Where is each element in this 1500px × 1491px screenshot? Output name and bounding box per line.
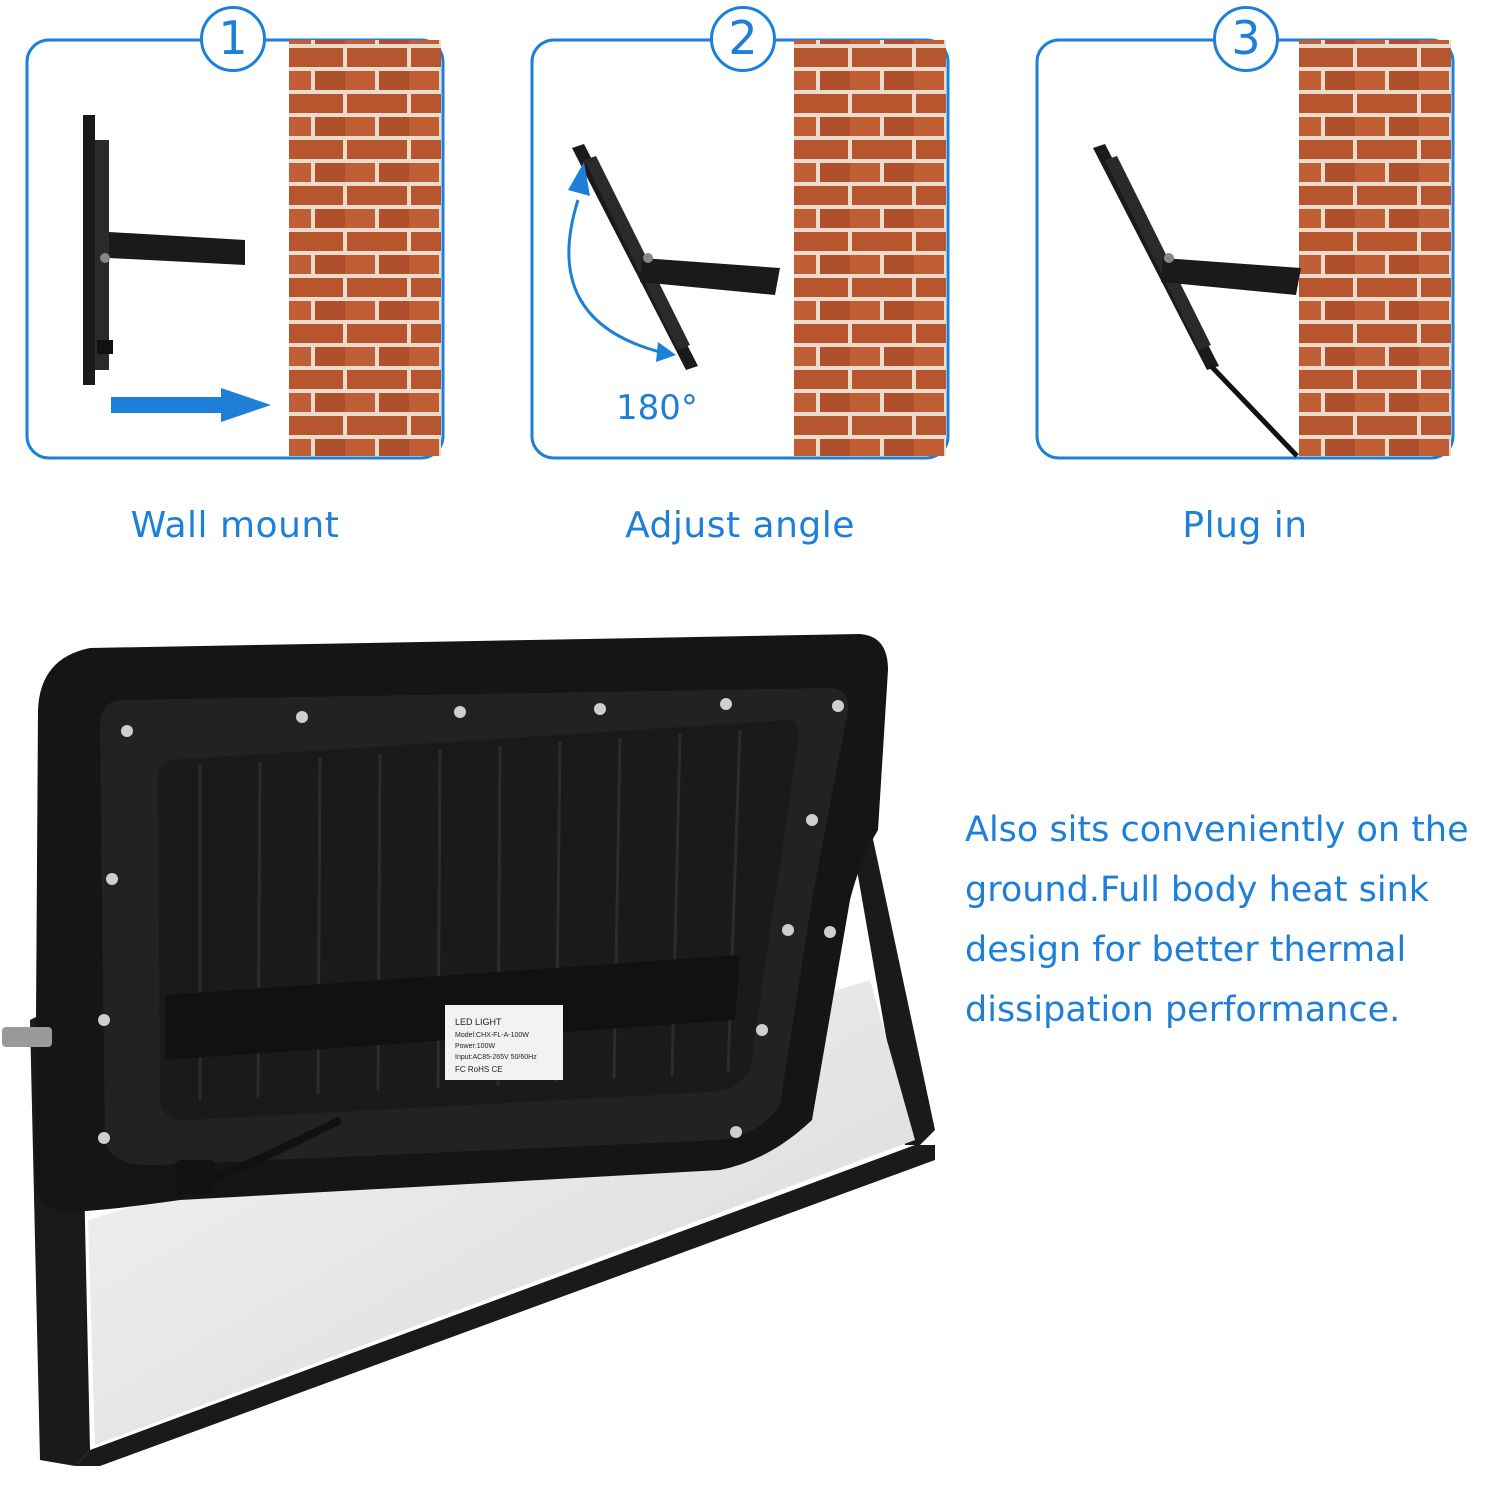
curved-arrow-icon <box>567 162 676 362</box>
description-line-2: ground.Full body heat sink <box>965 870 1430 910</box>
brick-wall <box>289 40 441 456</box>
mount-bracket <box>640 258 780 295</box>
spec-label-model: Model:CHX-FL-A-100W <box>455 1032 529 1039</box>
mount-bracket <box>1161 258 1301 295</box>
product-image: LED LIGHT Model:CHX-FL-A-100W Power:100W… <box>0 600 960 1487</box>
step-3-caption: Plug in <box>1182 505 1308 546</box>
step-2-panel: 2 <box>530 0 950 460</box>
arrow-right-icon <box>111 388 271 422</box>
step-2-caption: Adjust angle <box>625 505 855 546</box>
side-knob <box>2 1027 52 1047</box>
product-description: Also sits conveniently on the ground.Ful… <box>965 800 1500 1040</box>
step-1-caption: Wall mount <box>130 505 340 546</box>
description-line-3: design for better thermal <box>965 930 1407 970</box>
description-line-1: Also sits conveniently on the <box>965 810 1469 850</box>
floodlight-side <box>83 115 95 385</box>
step-1-panel: 1 <box>25 0 445 460</box>
spec-label-title: LED LIGHT <box>455 1017 502 1027</box>
stand-right-arm <box>850 825 935 1145</box>
step-1-number: 1 <box>200 6 266 72</box>
angle-label: 180° <box>616 388 698 428</box>
step-3-number: 3 <box>1213 6 1279 72</box>
spec-label-input: Input:AC85-265V 50/60Hz <box>455 1054 537 1061</box>
floodlight-back-view: LED LIGHT Model:CHX-FL-A-100W Power:100W… <box>2 634 935 1466</box>
brick-wall <box>794 40 946 456</box>
power-cable <box>1209 364 1299 458</box>
mount-bracket <box>109 232 245 265</box>
step-2-illustration <box>530 38 950 460</box>
spec-label-marks: FC RoHS CE <box>455 1065 503 1074</box>
spec-label-power: Power:100W <box>455 1043 495 1050</box>
description-line-4: dissipation performance. <box>965 990 1401 1030</box>
step-1-illustration <box>25 38 445 460</box>
step-2-number: 2 <box>710 6 776 72</box>
step-3-panel: 3 <box>1035 0 1455 460</box>
brick-wall <box>1299 40 1451 456</box>
stand-bottom-bar <box>75 1145 935 1466</box>
spec-label: LED LIGHT Model:CHX-FL-A-100W Power:100W… <box>445 1005 563 1080</box>
